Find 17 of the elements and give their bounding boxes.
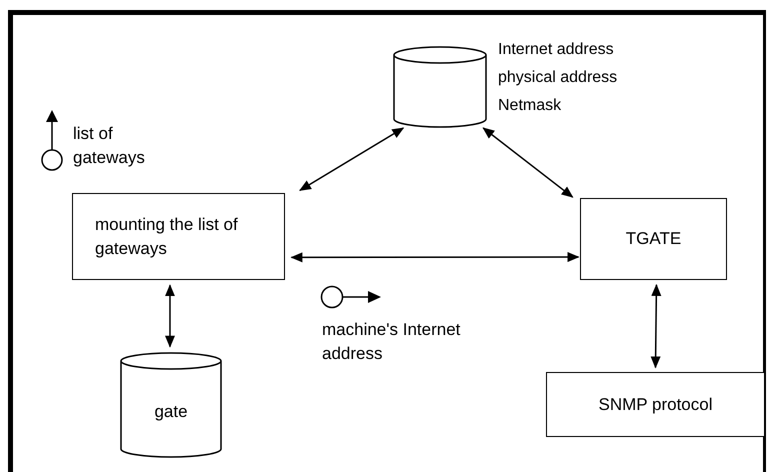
data-field-label: physical address bbox=[498, 68, 618, 88]
process-box bbox=[546, 372, 765, 437]
cylinder-label: gate bbox=[154, 401, 188, 423]
double-arrow bbox=[482, 127, 574, 198]
double-arrow bbox=[650, 284, 662, 368]
data-couple-label: machine's Internet address bbox=[322, 319, 462, 365]
process-box bbox=[72, 193, 285, 280]
data-couple-label: list of gateways bbox=[73, 123, 146, 169]
box-label: mounting the list of gateways bbox=[95, 214, 239, 260]
box-label: TGATE bbox=[626, 228, 682, 250]
data-field-label: Netmask bbox=[498, 96, 562, 116]
double-arrow bbox=[164, 284, 175, 348]
data-field-label: Internet address bbox=[498, 40, 615, 60]
double-arrow bbox=[290, 252, 580, 262]
process-box bbox=[580, 198, 727, 280]
double-arrow bbox=[299, 127, 404, 192]
box-label: SNMP protocol bbox=[598, 394, 712, 416]
